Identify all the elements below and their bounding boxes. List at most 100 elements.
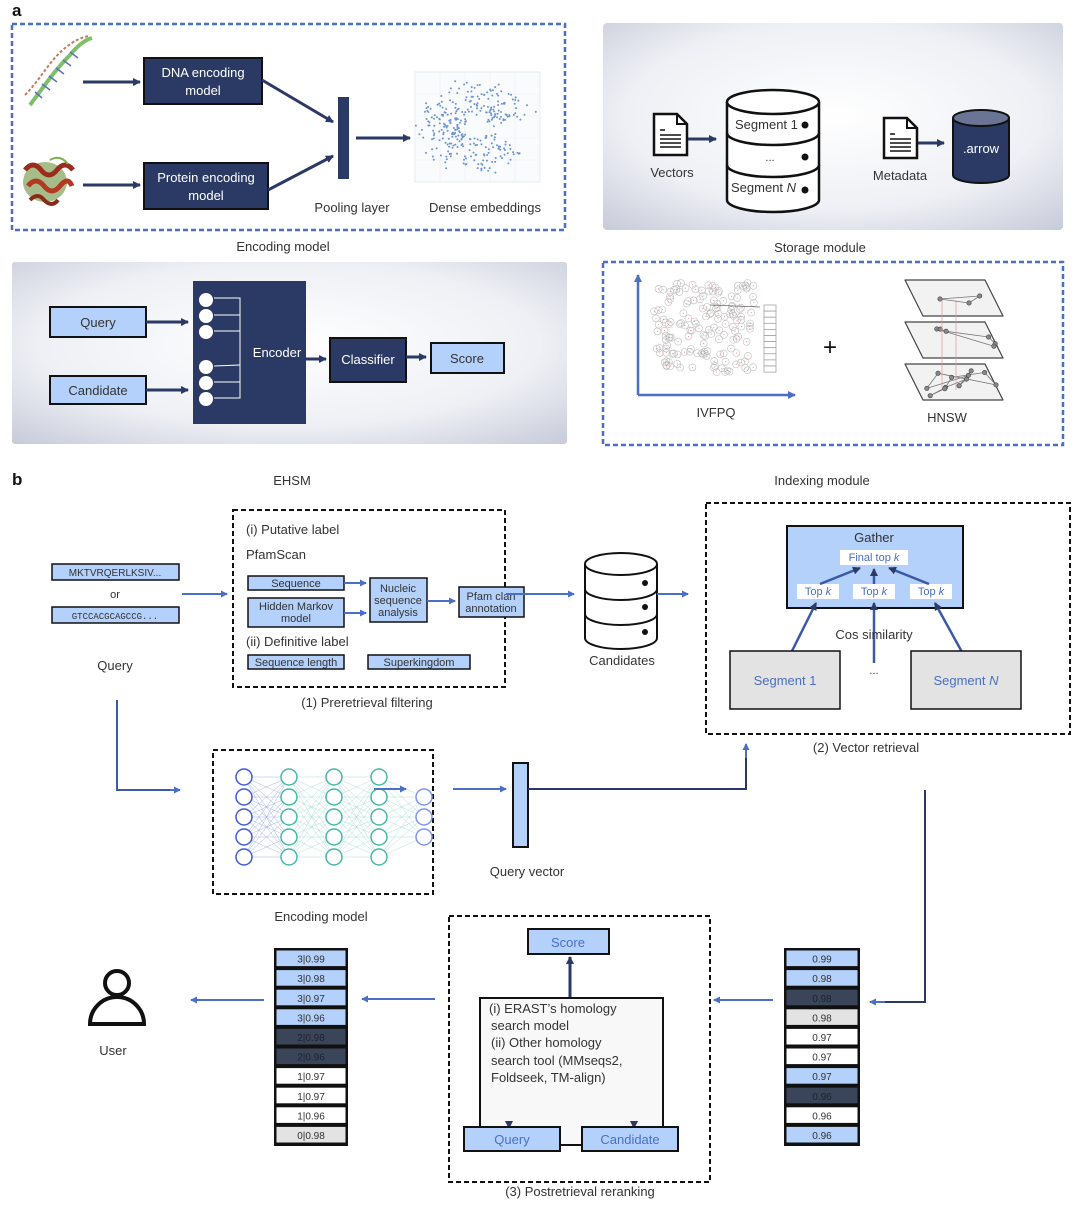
codebook-cell [763,329,777,336]
centroid-dot [733,315,734,317]
centroid-dot [665,360,667,362]
voronoi-cell [682,299,691,308]
pfam-clan-line1: Pfam clan [467,591,516,603]
preretrieval-caption: (1) Preretrieval filtering [301,695,433,710]
embedding-point [506,152,509,155]
voronoi-cell [737,303,745,312]
centroid-dot [712,285,714,287]
embedding-point [467,110,470,113]
nn-neuron [235,788,253,806]
codebook-cell [763,353,777,361]
embedding-point [452,127,455,129]
voronoi-cell [721,357,730,366]
embedding-point [427,106,430,108]
hmm-line1: Hidden Markov [259,601,333,613]
embedding-point [512,153,515,156]
embedding-point [448,145,451,148]
voronoi-cell [698,349,706,358]
voronoi-cell [727,344,735,353]
embedding-point [480,107,483,110]
voronoi-cell [681,321,689,330]
embedding-point [510,93,513,96]
list-item-cell [785,1086,859,1105]
voronoi-cell [707,330,716,338]
embedding-point [445,167,448,170]
centroid-dot [662,289,664,291]
centroid-dot [753,302,755,304]
voronoi-cell [666,287,675,296]
voronoi-cell [712,368,721,377]
embedding-point [498,118,501,120]
embedding-point [456,146,459,148]
protein-sequence-text: MKTVRQERLKSIV... [69,568,161,579]
voronoi-cell [652,314,660,323]
list-item-value: 0.97 [812,1033,832,1044]
centroid-dot [691,366,693,368]
embedding-point [436,103,439,106]
centroid-dot [713,327,715,328]
embedding-point [451,135,454,138]
voronoi-cell [691,285,700,294]
hnsw-graph-icon [904,279,1004,401]
hnsw-node [963,376,969,382]
vector-to-retrieval-line [528,750,747,790]
embedding-point [464,133,467,136]
embedding-point [514,96,517,99]
embedding-point [490,112,492,115]
voronoi-cell [666,362,675,371]
hnsw-node [924,385,930,391]
embedding-point [497,83,500,86]
ivfpq-label: IVFPQ [696,405,735,420]
centroid-dot [725,323,727,325]
centroid-dot [730,348,732,349]
embedding-point [450,142,453,145]
list-item-value: 0.96 [812,1111,832,1122]
centroid-dot [721,367,723,369]
pooling-layer-bar [338,97,349,179]
sequence-length-label: Sequence length [255,657,338,669]
embedding-point [446,143,449,146]
voronoi-cell [699,339,708,348]
centroid-dot [668,323,670,325]
voronoi-cell [688,280,697,289]
voronoi-cell [732,334,741,343]
list-item-value: 1|0.97 [297,1092,325,1103]
nn-connection [243,776,290,818]
voronoi-cell [729,335,738,344]
centroid-dot [698,327,700,329]
embedding-point [456,92,459,94]
embedding-point [474,144,477,147]
nn-connection [333,776,380,838]
embedding-point [486,105,489,108]
embedding-point [488,167,491,170]
embedding-point [517,99,520,102]
centroid-dot [687,300,689,302]
embedding-point [486,91,489,94]
hnsw-node [942,386,948,392]
voronoi-cell [705,325,713,334]
embedding-point [449,99,451,102]
nn-neuron [370,828,388,846]
embedding-point [473,86,476,89]
embedding-point [465,157,467,160]
nn-neuron [325,848,343,866]
query-label: Query [97,658,133,673]
centroid-dot [671,353,673,355]
dense-embeddings-plot [414,71,541,183]
list-item-cell [785,1008,859,1026]
hnsw-edge [946,330,989,338]
centroid-dot [702,295,704,297]
centroid-dot [737,336,739,338]
embedding-point [470,155,472,158]
voronoi-cell [662,348,671,357]
hnsw-edge [939,295,980,300]
embedding-point [465,120,467,123]
centroid-dot [752,285,754,287]
centroid-dot [690,348,692,350]
embedding-point [488,120,491,123]
embedding-point [487,118,490,121]
protein-box-line2: model [188,188,224,203]
centroid-dot [704,351,706,353]
embedding-point [438,139,441,142]
hnsw-layer [904,363,1004,401]
